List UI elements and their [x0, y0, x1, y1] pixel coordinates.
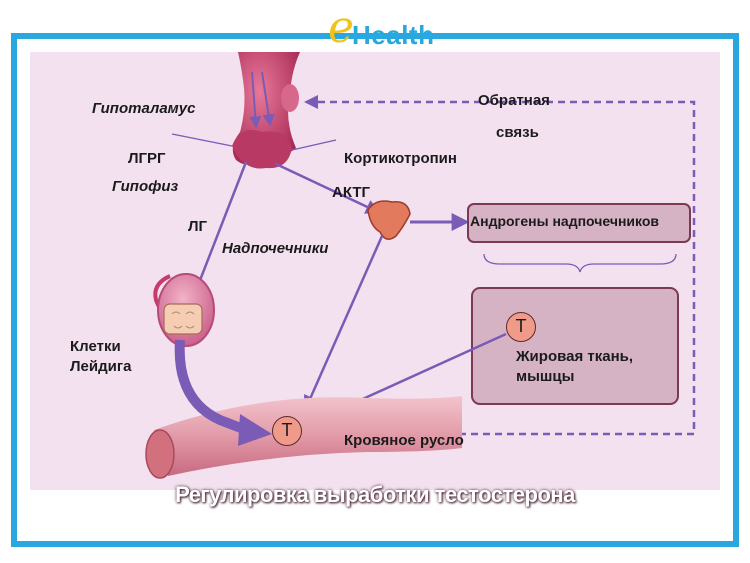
- label-adrenals: Надпочечники: [222, 240, 329, 257]
- adrenal-gland: [367, 200, 411, 240]
- testis-to-vessel-arrow: [174, 339, 248, 435]
- label-pituitary: Гипофиз: [112, 178, 179, 195]
- ehealth-logo: e Health: [326, 2, 446, 53]
- vessel-opening: [145, 429, 175, 479]
- label-adipose-line1: Жировая ткань,: [516, 348, 634, 365]
- label-feedback-line1: Обратная: [478, 92, 550, 109]
- caption: Регулировка выработки тестостерона: [175, 482, 575, 507]
- label-hypothalamus: Гипоталамус: [92, 100, 196, 117]
- hypothalamus-drop: [281, 84, 299, 112]
- label-leydig-line2: Лейдига: [70, 358, 132, 375]
- label-lhrh: ЛГРГ: [128, 150, 166, 167]
- adrenal-androgens-box: [467, 203, 691, 243]
- logo-letter: e: [328, 2, 355, 53]
- pituitary-shape: [232, 129, 292, 169]
- blood-vessel: [154, 396, 462, 476]
- androgens-brace: [483, 253, 677, 273]
- testosterone-circle-blood: Т: [272, 416, 302, 446]
- testosterone-circle-adipose: Т: [506, 312, 536, 342]
- label-adrenal-androgens: Андрогены надпочечников: [470, 213, 659, 229]
- label-corticotropin: Кортикотропин: [344, 150, 457, 167]
- label-acth: АКТГ: [332, 184, 371, 201]
- adipose-box: [471, 287, 679, 405]
- label-bloodstream: Кровяное русло: [344, 432, 464, 449]
- label-leydig-line1: Клетки: [70, 338, 121, 355]
- label-lh: ЛГ: [188, 218, 208, 235]
- label-feedback-line2: связь: [496, 124, 539, 141]
- leydig-cell: [163, 303, 203, 335]
- feedback-loop: [302, 100, 696, 436]
- label-adipose-line2: мышцы: [516, 368, 575, 385]
- frame-border: [11, 33, 739, 547]
- logo-word: Health: [352, 20, 435, 50]
